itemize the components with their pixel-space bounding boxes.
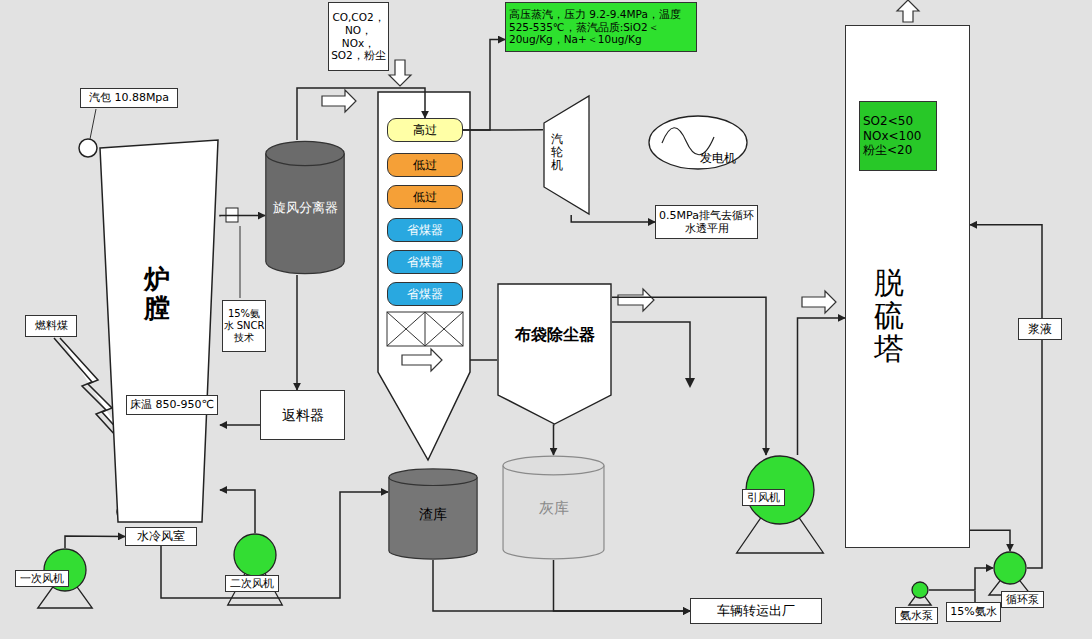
flow-connector — [798, 318, 846, 455]
fuel-lightning — [54, 338, 116, 436]
circulation-pump: 循环泵 — [993, 551, 1027, 585]
flow-connector — [970, 530, 1010, 551]
ammonia-label: 15%氨水 — [946, 602, 1001, 622]
primary-air-fan: 一次风机 — [43, 548, 87, 592]
flue-duct — [470, 359, 497, 361]
node-text: 汽轮机 — [551, 133, 563, 173]
node-text: 床温 850-950℃ — [130, 398, 214, 411]
furnace: 炉膛 — [98, 140, 220, 522]
fan-label: 氨水泵 — [895, 607, 938, 624]
flow-connector — [554, 425, 555, 455]
ash-silo: 灰库 — [502, 455, 605, 560]
callout-box: 床温 850-950℃ — [126, 395, 218, 415]
economizer-bank: 省煤器 — [387, 218, 463, 242]
feed-line — [974, 591, 976, 602]
air-heater-cross — [387, 312, 463, 346]
bag-filter: 布袋除尘器 — [497, 283, 612, 425]
flow-connector — [612, 297, 766, 455]
flow-connector — [220, 490, 255, 533]
wind-box: 水冷风室 — [125, 527, 197, 546]
flow-arrow — [618, 289, 654, 311]
flow-connector — [554, 560, 691, 611]
superheater-bank: 低过 — [387, 153, 463, 177]
flow-connector — [463, 40, 505, 131]
node-text: 旋风分离器 — [273, 200, 338, 216]
node-text: 省煤器 — [407, 223, 443, 237]
economizer-bank: 省煤器 — [387, 250, 463, 274]
slag-silo: 渣库 — [388, 468, 478, 560]
fan-label: 二次风机 — [225, 575, 279, 592]
steam-callout: 高压蒸汽，压力 9.2-9.4MPa，温度 525-535℃，蒸汽品质:SiO2… — [505, 2, 697, 52]
node-text: 低过 — [413, 158, 437, 172]
cyclone-separator: 旋风分离器 — [265, 140, 345, 275]
node-text: 返料器 — [282, 407, 324, 424]
steam-drum — [79, 139, 97, 157]
node-text: 省煤器 — [407, 287, 443, 301]
node-text: 高过 — [413, 123, 437, 137]
node-text: 高压蒸汽，压力 9.2-9.4MPa，温度 525-535℃，蒸汽品质:SiO2… — [506, 8, 696, 46]
fan-label: 一次风机 — [15, 570, 69, 587]
node-text: 燃料煤 — [35, 319, 68, 332]
flow-arrow — [402, 349, 442, 371]
node-text: SO2<50 NOx<100 粉尘<20 — [860, 114, 936, 157]
flow-connector — [296, 275, 298, 390]
chimney-arrow — [897, 0, 919, 22]
node-text: 发电机 — [700, 151, 736, 165]
flow-connector — [220, 424, 260, 426]
node-text: 15%氨水 — [950, 605, 996, 618]
loop-seal-box: 返料器 — [260, 390, 345, 440]
fan-label: 引风机 — [742, 489, 785, 506]
flow-arrow — [802, 291, 836, 313]
leader-line — [90, 109, 96, 139]
node-text: CO,CO2， NO，NOx， SO2，粉尘 — [329, 11, 388, 61]
transport-box: 车辆转运出厂 — [690, 598, 822, 624]
backpass-duct — [378, 92, 470, 460]
flow-connector — [220, 215, 265, 217]
arrow-head — [685, 378, 695, 388]
node-text: 低过 — [413, 190, 437, 204]
desulfurization-tower: 脱硫塔 SO2<50 NOx<100 粉尘<20 — [845, 25, 970, 548]
node-text: 渣库 — [419, 506, 447, 523]
secondary-air-fan: 二次风机 — [233, 533, 277, 577]
economizer-bank: 省煤器 — [387, 282, 463, 306]
flow-arrow — [389, 60, 411, 86]
node-text: 15%氨水 SNCR 技术 — [223, 308, 265, 344]
superheater-bank: 高过 — [387, 118, 463, 142]
callout-box: 燃料煤 — [25, 315, 77, 337]
exhaust-note: 0.5MPa排气去循环水透平用 — [655, 205, 758, 239]
node-text: 水冷风室 — [137, 529, 185, 543]
callout-box: CO,CO2， NO，NOx， SO2，粉尘 — [328, 2, 389, 71]
ammonia-pump: 氨水泵 — [911, 581, 929, 599]
flow-connector — [433, 560, 690, 611]
duct-line — [612, 322, 690, 380]
flow-connector — [571, 215, 655, 222]
flow-arrow — [322, 90, 356, 112]
induced-draft-fan: 引风机 — [745, 455, 815, 525]
air-heater — [387, 312, 463, 346]
node-text: 浆液 — [1028, 322, 1052, 336]
flow-connector — [970, 225, 1042, 568]
node-text: 布袋除尘器 — [497, 325, 612, 344]
superheater-bank: 低过 — [387, 185, 463, 209]
leader-line — [240, 226, 241, 298]
node-text: 0.5MPa排气去循环水透平用 — [656, 209, 757, 235]
flow-connector — [929, 568, 993, 590]
node-text: 省煤器 — [407, 255, 443, 269]
node-text: 汽包 10.88Mpa — [89, 91, 169, 104]
node-text: 车辆转运出厂 — [717, 603, 795, 619]
flow-connector — [65, 536, 125, 548]
node-text: 灰库 — [539, 499, 569, 517]
fan-label: 循环泵 — [1001, 591, 1044, 608]
callout-box: 汽包 10.88Mpa — [80, 88, 178, 108]
generator: 发电机 — [648, 115, 748, 170]
steam-turbine: 汽轮机 — [543, 95, 590, 215]
node-text: 炉膛 — [144, 265, 170, 322]
callout-box: 浆液 — [1018, 318, 1062, 340]
emission-limits: SO2<50 NOx<100 粉尘<20 — [859, 101, 937, 171]
callout-box: 15%氨水 SNCR 技术 — [222, 300, 266, 352]
node-text: 脱硫塔 — [874, 266, 904, 365]
